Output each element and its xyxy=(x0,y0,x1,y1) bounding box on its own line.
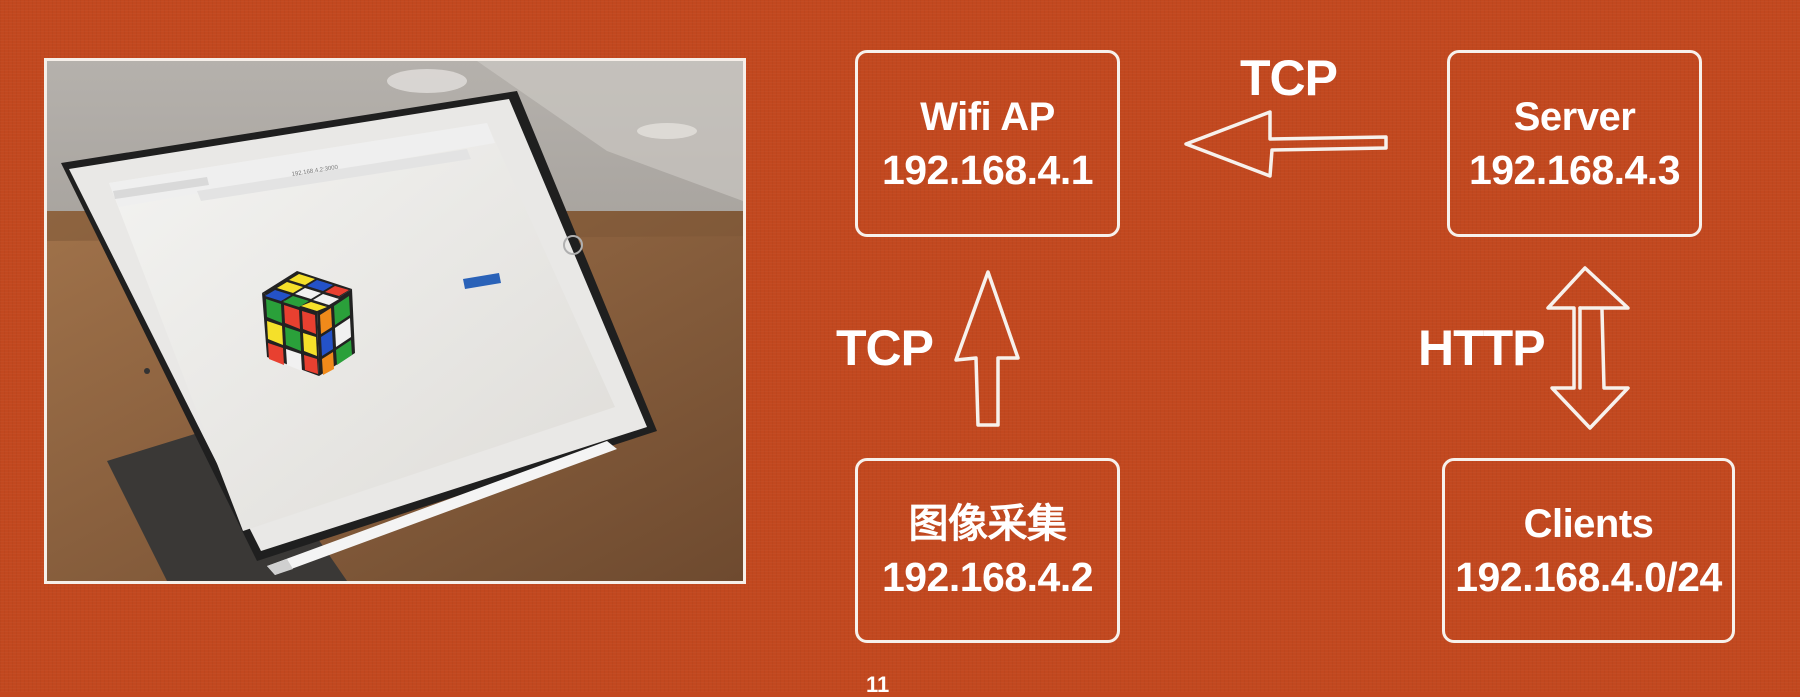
tablet-photo: 192.168.4.2:3000 xyxy=(44,58,746,584)
node-name: Server xyxy=(1513,94,1636,139)
node-ip: 192.168.4.3 xyxy=(1468,146,1681,193)
arrow-server-to-wifi xyxy=(1184,110,1388,178)
protocol-label-tcp-server-wifi: TCP xyxy=(1240,50,1338,106)
tablet-device: 192.168.4.2:3000 xyxy=(61,91,657,561)
node-server: Server 192.168.4.3 xyxy=(1447,50,1702,237)
protocol-label-http-server-clients: HTTP xyxy=(1418,320,1546,376)
node-ip: 192.168.4.1 xyxy=(881,146,1094,193)
node-name: Wifi AP xyxy=(920,94,1055,139)
node-image-capture: 图像采集 192.168.4.2 xyxy=(855,458,1120,643)
node-clients: Clients 192.168.4.0/24 xyxy=(1442,458,1735,643)
arrow-server-clients xyxy=(1546,266,1630,430)
arrow-camera-to-wifi xyxy=(954,270,1020,427)
page-number: 11 xyxy=(866,672,890,697)
node-wifi-ap: Wifi AP 192.168.4.1 xyxy=(855,50,1120,237)
node-name: Clients xyxy=(1523,501,1654,546)
protocol-label-tcp-camera-wifi: TCP xyxy=(836,320,934,376)
rubik-cube-image xyxy=(262,271,355,376)
node-name: 图像采集 xyxy=(908,501,1068,546)
node-ip: 192.168.4.0/24 xyxy=(1455,553,1722,600)
node-ip: 192.168.4.2 xyxy=(881,553,1094,600)
